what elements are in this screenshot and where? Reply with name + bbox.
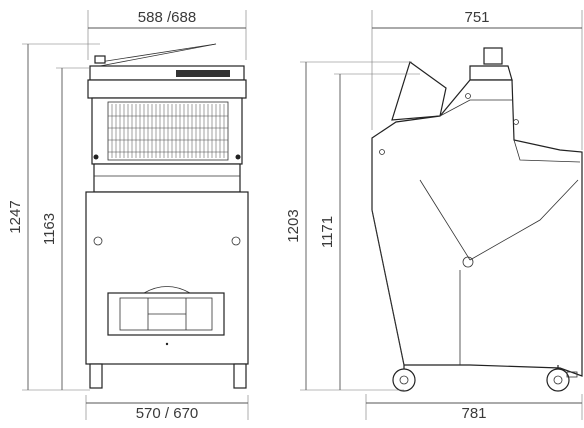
front-total-height-label: 1247 [7, 200, 24, 233]
front-crumb-tray [107, 292, 225, 336]
front-view [85, 43, 249, 389]
front-lever-knob [94, 55, 106, 64]
front-control-panel [176, 70, 230, 77]
front-slicer-frame [91, 97, 243, 165]
side-right-caster [546, 365, 578, 392]
front-blade-area [107, 101, 229, 161]
front-upper-band [87, 79, 247, 99]
side-top-control [483, 47, 503, 65]
front-inner-height-label: 1163 [41, 213, 58, 245]
front-mid-section [93, 163, 241, 193]
side-bottom-depth-label: 781 [461, 405, 486, 422]
front-dimensions [22, 10, 249, 420]
front-top-width-label: 588 /688 [138, 9, 196, 26]
side-total-height-label: 1203 [285, 209, 302, 242]
front-right-caster [233, 363, 247, 389]
side-inner-height-label: 1171 [319, 216, 336, 248]
side-head-top [469, 65, 513, 81]
side-left-caster [392, 365, 416, 392]
front-bottom-width-label: 570 / 670 [136, 405, 199, 422]
side-view [371, 47, 583, 392]
side-hopper-lid [391, 61, 447, 121]
front-left-knob [93, 236, 103, 246]
front-left-caster [89, 363, 103, 389]
front-right-knob [231, 236, 241, 246]
front-blade-slots [108, 104, 228, 158]
side-top-depth-label: 751 [464, 9, 489, 26]
front-base-cabinet [85, 191, 249, 365]
side-body [371, 79, 583, 377]
front-lever [99, 43, 217, 67]
side-dimensions [300, 10, 583, 420]
side-pivot [462, 256, 474, 268]
